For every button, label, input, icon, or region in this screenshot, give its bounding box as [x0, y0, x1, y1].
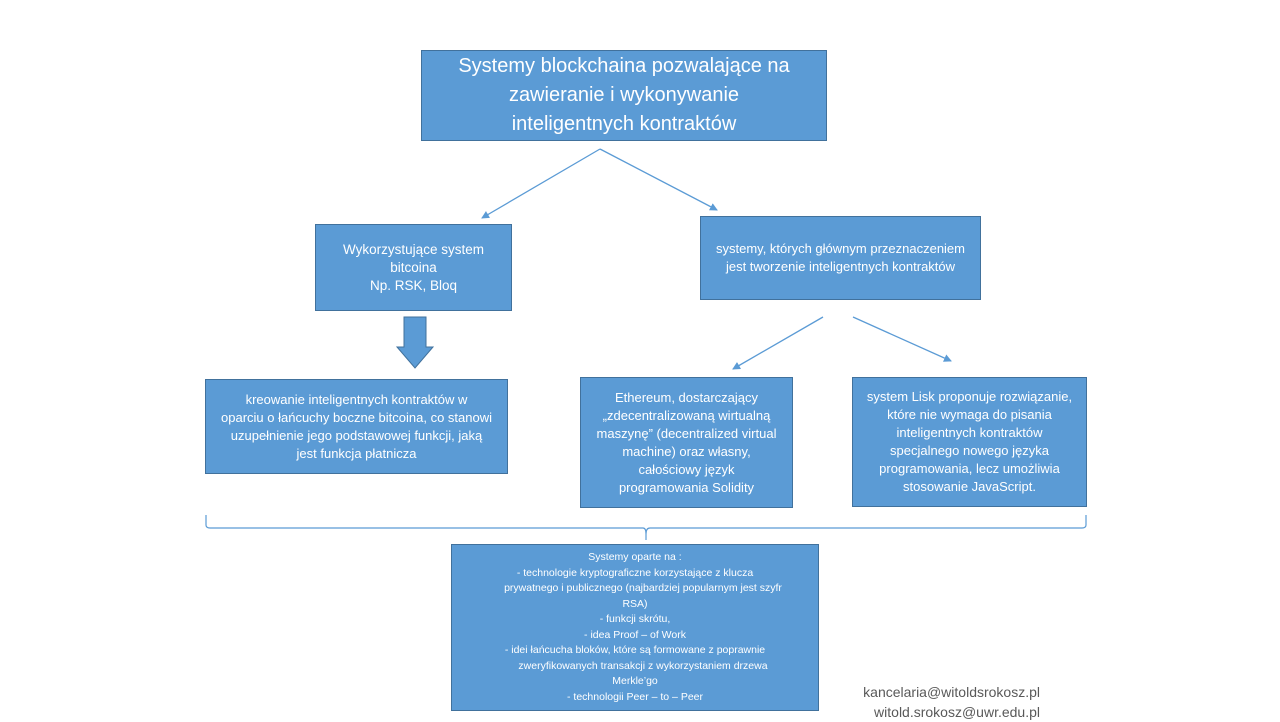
foundations-box: Systemy oparte na : - technologie krypto…	[451, 544, 819, 711]
ethereum-line: całościowy język	[638, 461, 735, 477]
lisk-line: specjalnego nowego języka	[890, 443, 1049, 458]
arrow-top-to-right	[599, 148, 718, 211]
dedicated-systems-line: jest tworzenie inteligentnych kontraktów	[725, 259, 956, 274]
ethereum-line: maszynę” (decentralized virtual	[596, 425, 777, 441]
main-topic-box: Systemy blockchaina pozwalające na zawie…	[421, 50, 827, 141]
foundations-item-continued: Merkle’go	[612, 675, 658, 687]
lisk-line: system Lisk proponuje rozwiązanie,	[866, 389, 1073, 404]
lisk-line: programowania, lecz umożliwia	[879, 461, 1060, 476]
ethereum-line: machine) oraz własny,	[622, 443, 751, 459]
sidechain-contracts-line: oparciu o łańcuchy boczne bitcoina, co s…	[221, 409, 492, 425]
contact-email-university: witold.srokosz@uwr.edu.pl	[874, 704, 1040, 720]
bitcoin-based-line: bitcoina	[390, 259, 437, 275]
bitcoin-based-line: Wykorzystujące system	[343, 241, 484, 257]
lisk-line: które nie wymaga do pisania	[887, 407, 1052, 422]
sidechain-contracts-box: kreowanie inteligentnych kontraktów w op…	[205, 379, 508, 474]
block-arrow-down	[395, 316, 435, 369]
ethereum-line: programowania Solidity	[618, 479, 755, 495]
main-topic-line: zawieranie i wykonywanie	[508, 84, 740, 106]
dedicated-systems-box: systemy, których głównym przeznaczeniem …	[700, 216, 981, 300]
foundations-item: - technologii Peer – to – Peer	[567, 690, 703, 703]
sidechain-contracts-line: uzupełnienie jego podstawowej funkcji, j…	[230, 427, 483, 443]
foundations-heading: Systemy oparte na :	[588, 551, 682, 563]
brace	[205, 515, 1087, 540]
arrow-right-to-eth	[732, 316, 824, 370]
foundations-item: - funkcji skrótu,	[599, 613, 671, 625]
ethereum-box: Ethereum, dostarczający „zdecentralizowa…	[580, 377, 793, 508]
foundations-item-continued: zweryfikowanych transakcji z wykorzystan…	[518, 659, 768, 672]
arrow-right-to-lisk	[852, 316, 952, 362]
foundations-item-continued: RSA)	[622, 597, 648, 610]
dedicated-systems-line: systemy, których głównym przeznaczeniem	[715, 241, 965, 256]
lisk-box: system Lisk proponuje rozwiązanie, które…	[852, 377, 1087, 507]
ethereum-line: „zdecentralizowaną wirtualną	[602, 407, 771, 423]
foundations-item-continued: prywatnego i publicznego (najbardziej po…	[504, 582, 782, 594]
main-topic-line: inteligentnych kontraktów	[511, 113, 737, 135]
main-topic-line: Systemy blockchaina pozwalające na	[458, 55, 790, 77]
arrow-top-to-left	[481, 148, 601, 219]
foundations-item: - technologie kryptograficzne korzystają…	[516, 566, 754, 579]
foundations-item: - idei łańcucha bloków, które są formowa…	[504, 644, 766, 656]
lisk-line: stosowanie JavaScript.	[903, 479, 1036, 494]
foundations-item: - idea Proof – of Work	[584, 628, 686, 641]
contact-email-office: kancelaria@witoldsrokosz.pl	[863, 684, 1040, 700]
sidechain-contracts-line: jest funkcja płatnicza	[296, 445, 417, 461]
bitcoin-based-box: Wykorzystujące system bitcoina Np. RSK, …	[315, 224, 512, 311]
bitcoin-based-line: Np. RSK, Bloq	[369, 277, 458, 293]
ethereum-line: Ethereum, dostarczający	[614, 389, 759, 405]
sidechain-contracts-line: kreowanie inteligentnych kontraktów w	[245, 391, 468, 407]
lisk-line: inteligentnych kontraktów	[896, 425, 1043, 440]
